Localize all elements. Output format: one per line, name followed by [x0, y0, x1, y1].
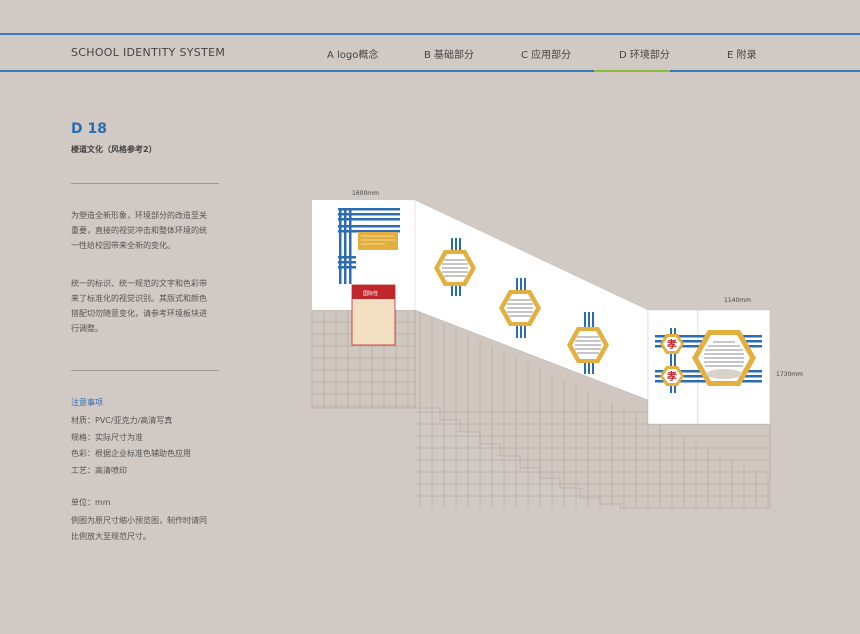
hexagon-panel-1: [434, 238, 476, 296]
section-title: 楼道文化（风格参考2）: [71, 145, 157, 154]
character-badge-1: 孝: [660, 334, 684, 354]
note-spec: 规格：实际尺寸为准: [71, 433, 143, 442]
character-2: 孝: [666, 370, 677, 383]
hexagon-panel-2: [499, 278, 541, 338]
para2-line-4: 行调整。: [71, 324, 103, 333]
para2-line-2: 来了标准化的视觉识别。其版式和颜色: [71, 294, 207, 303]
note-extra-1: 例图为原尺寸缩小预览图，制作时请同: [71, 516, 207, 525]
gold-panel-lines: [361, 235, 395, 245]
dim-right-top-label: 1140mm: [724, 297, 751, 304]
cloud-motif: [706, 369, 742, 379]
para1-line-3: 一性给校园带来全新的变化。: [71, 241, 175, 250]
gold-info-panel: [358, 232, 398, 250]
tile-grid-lines: [312, 310, 770, 508]
para1-line-1: 为塑造全新形象，环境部分的改造至关: [71, 211, 207, 220]
section-code: D 18: [71, 121, 107, 137]
display-board-header: [352, 285, 395, 299]
hexagon-panel-3: [567, 312, 609, 374]
intro-paragraph-1: 为塑造全新形象，环境部分的改造至关 重要，直接的视觉冲击和整体环境的统 一性给校…: [71, 208, 226, 253]
para2-line-1: 统一的标识、统一规范的文字和色彩带: [71, 279, 207, 288]
note-unit: 单位：mm: [71, 498, 111, 507]
note-material: 材质：PVC/亚克力/高清写真: [71, 416, 173, 425]
nav-tab-d[interactable]: D 环境部分: [619, 50, 670, 61]
divider-top: [71, 183, 219, 184]
header-top-rule: [0, 33, 860, 35]
note-extra-2: 比例放大至规范尺寸。: [71, 532, 151, 541]
brand-title: SCHOOL IDENTITY SYSTEM: [71, 46, 226, 59]
divider-middle: [71, 370, 219, 371]
dim-right-side-label: 1730mm: [776, 371, 803, 378]
note-craft: 工艺：高清喷印: [71, 466, 127, 475]
intro-paragraph-2: 统一的标识、统一规范的文字和色彩带 来了标准化的视觉识别。其版式和颜色 搭配切勿…: [71, 276, 226, 336]
note-color: 色彩：根据企业标准色辅助色应用: [71, 449, 191, 458]
dim-left-label: 1600mm: [352, 190, 379, 197]
header-bottom-rule: [0, 70, 860, 72]
nav-active-underline: [594, 70, 670, 72]
stairwell-drawing: 1600mm 1140mm 1730mm 国际性: [311, 190, 803, 509]
nav-tab-c[interactable]: C 应用部分: [521, 50, 572, 61]
large-hexagon-panel: [692, 330, 756, 386]
character-badge-2: 孝: [660, 366, 684, 386]
nav-tab-a[interactable]: A logo概念: [327, 50, 379, 61]
character-1: 孝: [666, 338, 677, 351]
left-blue-stripes: [338, 208, 400, 284]
para2-line-3: 搭配切勿随意变化，请参考环境板块进: [71, 309, 207, 318]
para1-line-2: 重要，直接的视觉冲击和整体环境的统: [71, 226, 207, 235]
nav-tab-b[interactable]: B 基础部分: [424, 50, 475, 61]
notes-title: 注意事项: [71, 398, 103, 407]
nav-tab-e[interactable]: E 附录: [727, 50, 757, 61]
display-board-label: 国际性: [363, 290, 378, 297]
